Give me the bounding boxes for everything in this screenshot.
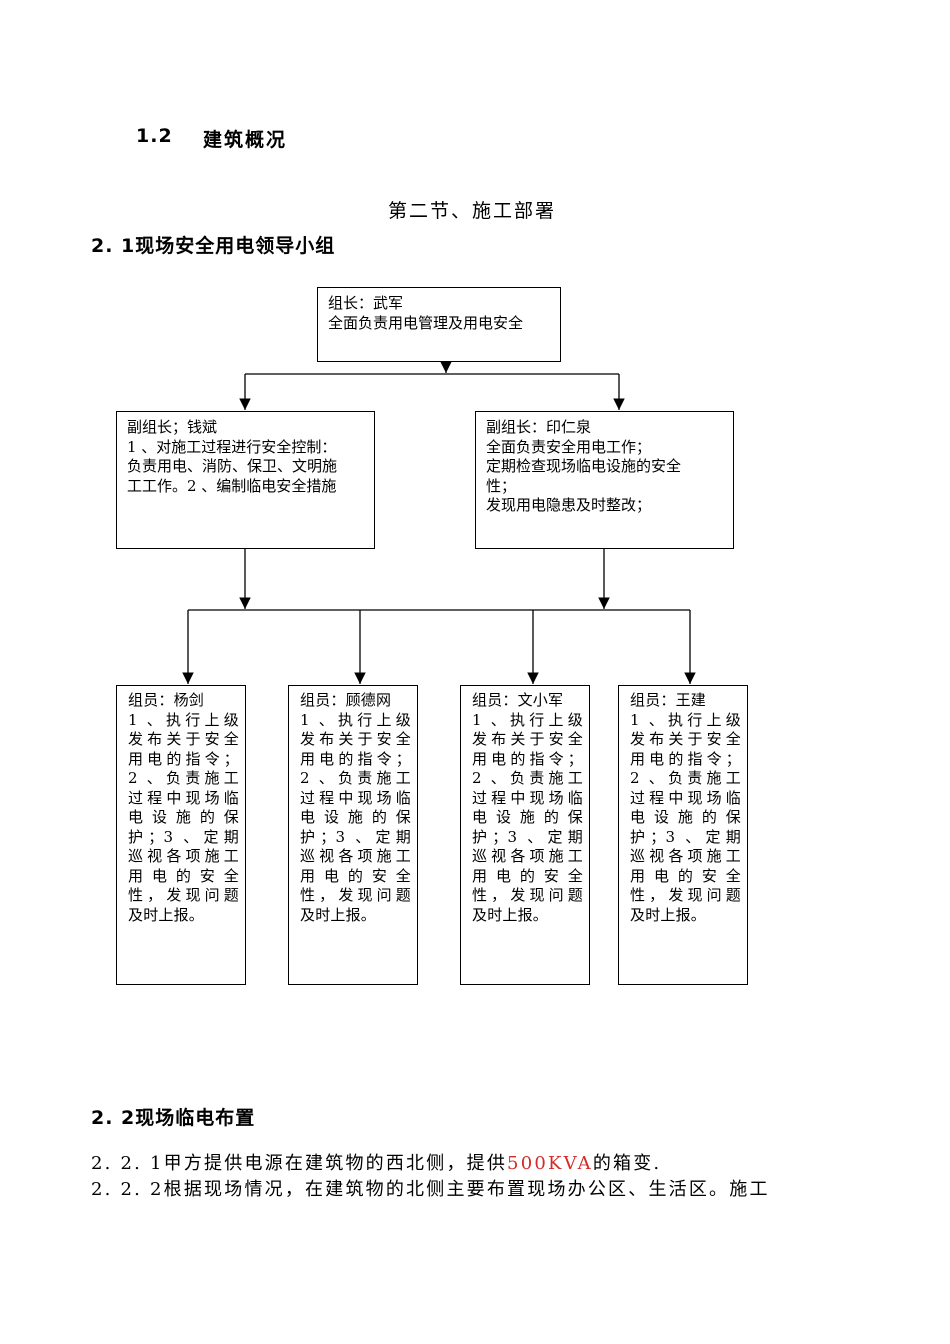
paragraph-2-2-2: 2. 2. 2根据现场情况，在建筑物的北侧主要布置现场办公区、生活区。施工 xyxy=(91,1179,770,1200)
member-2-duty-line: 及时上报。 xyxy=(300,905,377,924)
member-2-duty-line: 过程中现场临 xyxy=(300,788,411,807)
member-4-duty-line: 过程中现场临 xyxy=(630,788,741,807)
deputy-1-duty-line: 负责用电、消防、保卫、文明施 xyxy=(127,457,338,475)
member-4-duty-line: 1 、执行上级 xyxy=(630,710,741,729)
member-4-duty-line: 护；3 、定期 xyxy=(630,827,741,846)
member-1-duty-line: 1 、执行上级 xyxy=(128,710,239,729)
deputy-box-1: 副组长；钱斌 1 、对施工过程进行安全控制： 负责用电、消防、保卫、文明施 工工… xyxy=(116,411,375,549)
member-1-duty-line: 用电的安全 xyxy=(128,866,239,885)
member-2-duty-line: 巡视各项施工 xyxy=(300,847,411,865)
member-box-1: 组员：杨剑 1 、执行上级 发布关于安全 用电的指令； 2 、负责施工 过程中现… xyxy=(116,685,246,985)
member-3-duty-line: 2 、负责施工 xyxy=(472,769,583,787)
member-box-3: 组员：文小军 1 、执行上级 发布关于安全 用电的指令； 2 、负责施工 过程中… xyxy=(460,685,590,985)
member-4-duty-line: 2 、负责施工 xyxy=(630,769,741,787)
member-box-2: 组员：顾德网 1 、执行上级 发布关于安全 用电的指令； 2 、负责施工 过程中… xyxy=(288,685,418,985)
member-1-duty-line: 发布关于安全 xyxy=(128,730,239,748)
member-1-duty-line: 过程中现场临 xyxy=(128,788,239,807)
deputy-2-duty-line: 定期检查现场临电设施的安全 xyxy=(486,457,682,475)
deputy-2-duty-line: 发现用电隐患及时整改； xyxy=(486,496,652,514)
member-3-duty-line: 发布关于安全 xyxy=(472,730,583,748)
member-3-name: 组员：文小军 xyxy=(472,691,564,709)
member-2-duty-line: 护；3 、定期 xyxy=(300,827,411,846)
deputy-box-2: 副组长：印仁泉 全面负责安全用电工作； 定期检查现场临电设施的安全 性； 发现用… xyxy=(475,411,734,549)
member-1-duty-line: 电设施的保 xyxy=(128,808,239,826)
member-2-name: 组员：顾德网 xyxy=(300,691,392,709)
member-1-duty-line: 性，发现问题 xyxy=(128,886,239,904)
member-2-duty-line: 用电的安全 xyxy=(300,866,411,885)
member-3-duty-line: 护；3 、定期 xyxy=(472,827,583,846)
member-box-4: 组员：王建 1 、执行上级 发布关于安全 用电的指令； 2 、负责施工 过程中现… xyxy=(618,685,748,985)
paragraph-2-2-1-suffix: 的箱变. xyxy=(592,1153,662,1174)
member-1-duty-line: 巡视各项施工 xyxy=(128,847,239,865)
leader-title: 组长：武军 xyxy=(328,294,404,312)
member-3-duty-line: 巡视各项施工 xyxy=(472,847,583,865)
member-3-duty-line: 1 、执行上级 xyxy=(472,710,583,729)
deputy-2-duty-line: 性； xyxy=(486,476,517,495)
section-title: 第二节、施工部署 xyxy=(388,200,557,222)
member-1-duty-line: 护；3 、定期 xyxy=(128,827,239,846)
heading-2-1: 2. 1现场安全用电领导小组 xyxy=(91,235,336,257)
deputy-1-duty-line: 工工作。2 、编制临电安全措施 xyxy=(127,476,337,495)
leader-duty: 全面负责用电管理及用电安全 xyxy=(328,313,524,332)
member-3-duty-line: 用电的安全 xyxy=(472,866,583,885)
member-3-duty-line: 用电的指令； xyxy=(472,749,583,768)
member-4-duty-line: 发布关于安全 xyxy=(630,730,741,748)
member-2-duty-line: 用电的指令； xyxy=(300,749,411,768)
paragraph-2-2-1-prefix: 2. 2. 1甲方提供电源在建筑物的西北侧，提供 xyxy=(91,1153,508,1174)
heading-1-2-number: 1.2 xyxy=(136,125,173,147)
member-4-duty-line: 用电的指令； xyxy=(630,749,741,768)
member-2-duty-line: 性，发现问题 xyxy=(300,886,411,904)
deputy-1-title: 副组长；钱斌 xyxy=(127,418,218,436)
member-4-duty-line: 巡视各项施工 xyxy=(630,847,741,865)
member-1-name: 组员：杨剑 xyxy=(128,691,205,709)
member-2-duty-line: 电设施的保 xyxy=(300,808,411,826)
heading-1-2-title: 建筑概况 xyxy=(203,129,288,151)
member-1-duty-line: 用电的指令； xyxy=(128,749,239,768)
member-3-duty-line: 电设施的保 xyxy=(472,808,583,826)
member-3-duty-line: 性，发现问题 xyxy=(472,886,583,904)
member-4-duty-line: 及时上报。 xyxy=(630,905,707,924)
deputy-2-duty-line: 全面负责安全用电工作； xyxy=(486,437,652,456)
leader-box: 组长：武军 全面负责用电管理及用电安全 xyxy=(317,287,561,362)
member-4-duty-line: 性，发现问题 xyxy=(630,886,741,904)
member-2-duty-line: 发布关于安全 xyxy=(300,730,411,748)
paragraph-2-2-1: 2. 2. 1甲方提供电源在建筑物的西北侧，提供500KVA的箱变. xyxy=(91,1149,661,1175)
deputy-2-title: 副组长：印仁泉 xyxy=(486,418,592,436)
member-4-name: 组员：王建 xyxy=(630,691,707,709)
member-4-duty-line: 用电的安全 xyxy=(630,866,741,885)
member-4-duty-line: 电设施的保 xyxy=(630,808,741,826)
heading-2-2: 2. 2现场临电布置 xyxy=(91,1107,256,1129)
member-3-duty-line: 过程中现场临 xyxy=(472,788,583,807)
member-3-duty-line: 及时上报。 xyxy=(472,905,549,924)
power-capacity-highlight: 500KVA xyxy=(507,1153,593,1174)
member-1-duty-line: 2 、负责施工 xyxy=(128,769,239,787)
member-2-duty-line: 2 、负责施工 xyxy=(300,769,411,787)
member-2-duty-line: 1 、执行上级 xyxy=(300,710,411,729)
deputy-1-duty-line: 1 、对施工过程进行安全控制： xyxy=(127,437,337,456)
member-1-duty-line: 及时上报。 xyxy=(128,905,205,924)
